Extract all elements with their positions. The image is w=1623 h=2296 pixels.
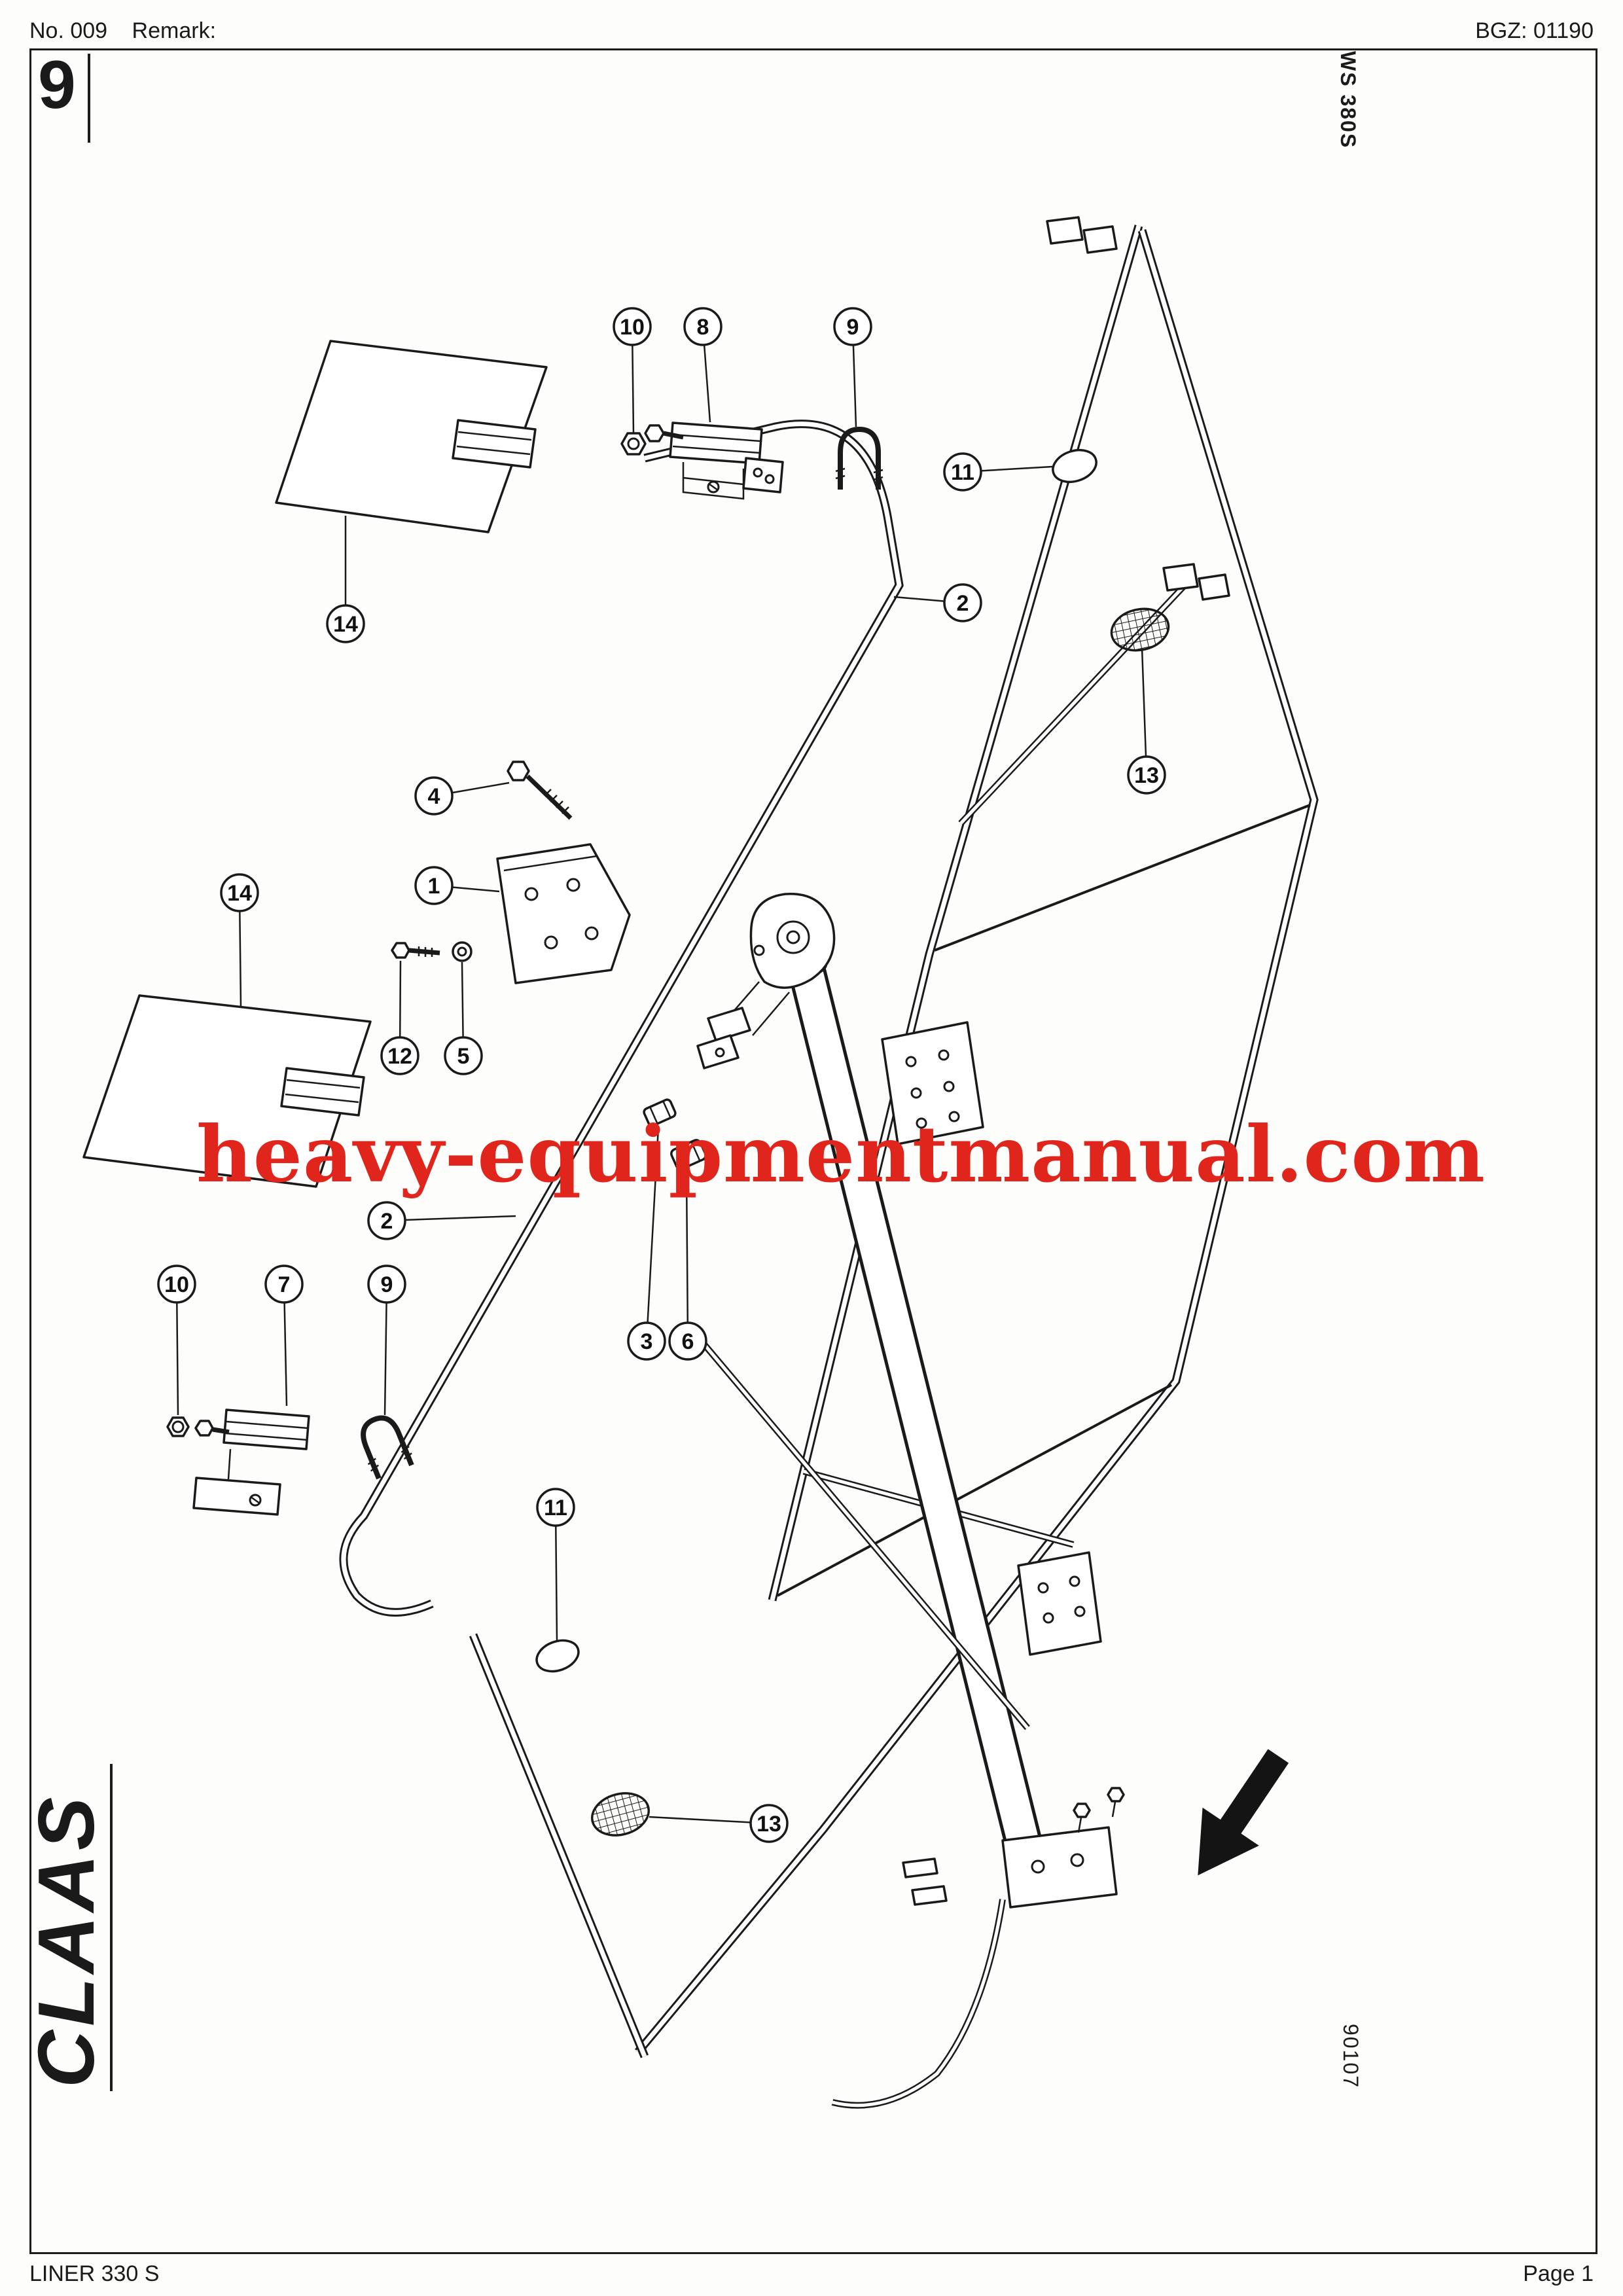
callout-14: 14 bbox=[220, 873, 259, 1007]
frame-plate-lower bbox=[1017, 1551, 1102, 1656]
svg-text:12: 12 bbox=[387, 1044, 412, 1069]
claas-logo: CLAAS bbox=[22, 1793, 111, 2088]
diagram-frame-border bbox=[29, 48, 1597, 2254]
svg-text:2: 2 bbox=[381, 1209, 393, 1234]
brand-rule bbox=[110, 1764, 113, 2091]
deflector-plate-top bbox=[275, 340, 548, 533]
model-name: LINER 330 S bbox=[29, 2261, 160, 2286]
u-bolt-lower bbox=[361, 1415, 414, 1480]
washer-5 bbox=[452, 941, 473, 962]
deflector-plate-left bbox=[82, 994, 372, 1188]
callouts-layer: 10 8 9 11 14 2 13 4 1 14 12 5 2 10 7 9 3 6 11 13 bbox=[157, 307, 1166, 1843]
svg-text:14: 14 bbox=[227, 881, 252, 906]
svg-text:10: 10 bbox=[620, 315, 645, 340]
svg-text:7: 7 bbox=[278, 1272, 291, 1297]
svg-text:6: 6 bbox=[682, 1329, 694, 1354]
remark-label: Remark: bbox=[132, 18, 217, 43]
callout-10: 10 bbox=[613, 307, 652, 434]
callout-11: 11 bbox=[943, 452, 1053, 492]
pivot-assembly bbox=[696, 892, 836, 1069]
callout-5: 5 bbox=[444, 961, 483, 1075]
callout-9: 9 bbox=[367, 1265, 406, 1416]
direction-arrow bbox=[1198, 1749, 1289, 1876]
tube-clip-mid bbox=[1162, 563, 1230, 601]
callout-4: 4 bbox=[414, 776, 510, 816]
callout-7: 7 bbox=[264, 1265, 304, 1407]
callout-3: 3 bbox=[627, 1126, 666, 1361]
header-left: No. 009 Remark: bbox=[29, 18, 234, 44]
svg-text:13: 13 bbox=[757, 1812, 781, 1837]
page-footer: LINER 330 S Page 1 bbox=[29, 2261, 1594, 2287]
doc-number: No. 009 bbox=[29, 18, 108, 43]
rubber-cap-lower bbox=[535, 1639, 580, 1673]
svg-text:5: 5 bbox=[457, 1044, 470, 1069]
board-tube-lower bbox=[469, 1633, 649, 2058]
svg-text:13: 13 bbox=[1134, 763, 1159, 788]
callout-6: 6 bbox=[668, 1172, 707, 1361]
mesh-cap-upper bbox=[1110, 607, 1170, 652]
watermark: heavy-equipmentmanual.com bbox=[196, 1109, 1486, 1200]
svg-text:11: 11 bbox=[544, 1496, 567, 1520]
page-header: No. 009 Remark: BGZ: 01190 bbox=[29, 18, 1594, 44]
svg-text:10: 10 bbox=[164, 1272, 189, 1297]
main-frame bbox=[635, 224, 1319, 2055]
mesh-cap-lower bbox=[590, 1792, 651, 1837]
callout-12: 12 bbox=[380, 960, 419, 1075]
drawing-number-label: 90107 bbox=[1339, 2024, 1363, 2089]
hex-nut-top bbox=[620, 432, 647, 456]
callout-13: 13 bbox=[649, 1804, 789, 1843]
svg-text:4: 4 bbox=[428, 784, 440, 809]
support-tube-item2 bbox=[339, 420, 904, 1617]
svg-text:9: 9 bbox=[847, 315, 859, 340]
bgz-code: BGZ: 01190 bbox=[1475, 18, 1594, 43]
chapter-rule bbox=[88, 54, 90, 143]
callout-8: 8 bbox=[683, 307, 722, 423]
beam-foot-bracket bbox=[902, 1787, 1125, 1909]
frame-plate-upper bbox=[881, 1021, 984, 1145]
svg-text:9: 9 bbox=[381, 1272, 393, 1297]
hex-bolt-12 bbox=[391, 942, 440, 959]
u-bolt-top bbox=[835, 426, 883, 490]
hex-nut-lower bbox=[166, 1416, 190, 1437]
callout-11: 11 bbox=[536, 1488, 575, 1641]
callout-9: 9 bbox=[833, 307, 872, 427]
joint-cylinder-3 bbox=[643, 1098, 677, 1127]
callout-1: 1 bbox=[414, 866, 500, 905]
support-rod bbox=[691, 1329, 1030, 1731]
svg-text:14: 14 bbox=[333, 612, 358, 637]
callout-2: 2 bbox=[893, 583, 982, 622]
hex-bolt-4 bbox=[507, 761, 573, 820]
joint-cylinder-6 bbox=[670, 1139, 707, 1170]
svg-text:8: 8 bbox=[697, 315, 709, 340]
svg-text:2: 2 bbox=[957, 591, 969, 616]
callout-13: 13 bbox=[1127, 647, 1166, 795]
bottom-hose bbox=[831, 1899, 1006, 2109]
rubber-cap-upper bbox=[1052, 448, 1097, 484]
page-number: Page 1 bbox=[1523, 2261, 1594, 2286]
chapter-number: 9 bbox=[38, 47, 76, 123]
callout-10: 10 bbox=[157, 1265, 196, 1416]
svg-text:1: 1 bbox=[428, 874, 440, 899]
svg-text:3: 3 bbox=[641, 1329, 653, 1354]
svg-text:11: 11 bbox=[951, 460, 974, 485]
clamp-bracket-top bbox=[644, 422, 784, 500]
clamp-bracket-lower bbox=[192, 1408, 310, 1516]
tube-clip-top bbox=[1046, 216, 1118, 254]
callout-2: 2 bbox=[367, 1201, 516, 1240]
type-code-label: WS 380S bbox=[1336, 51, 1360, 149]
header-right: BGZ: 01190 bbox=[1475, 18, 1594, 44]
mounting-bracket-1 bbox=[496, 843, 631, 984]
callout-14: 14 bbox=[326, 516, 365, 643]
